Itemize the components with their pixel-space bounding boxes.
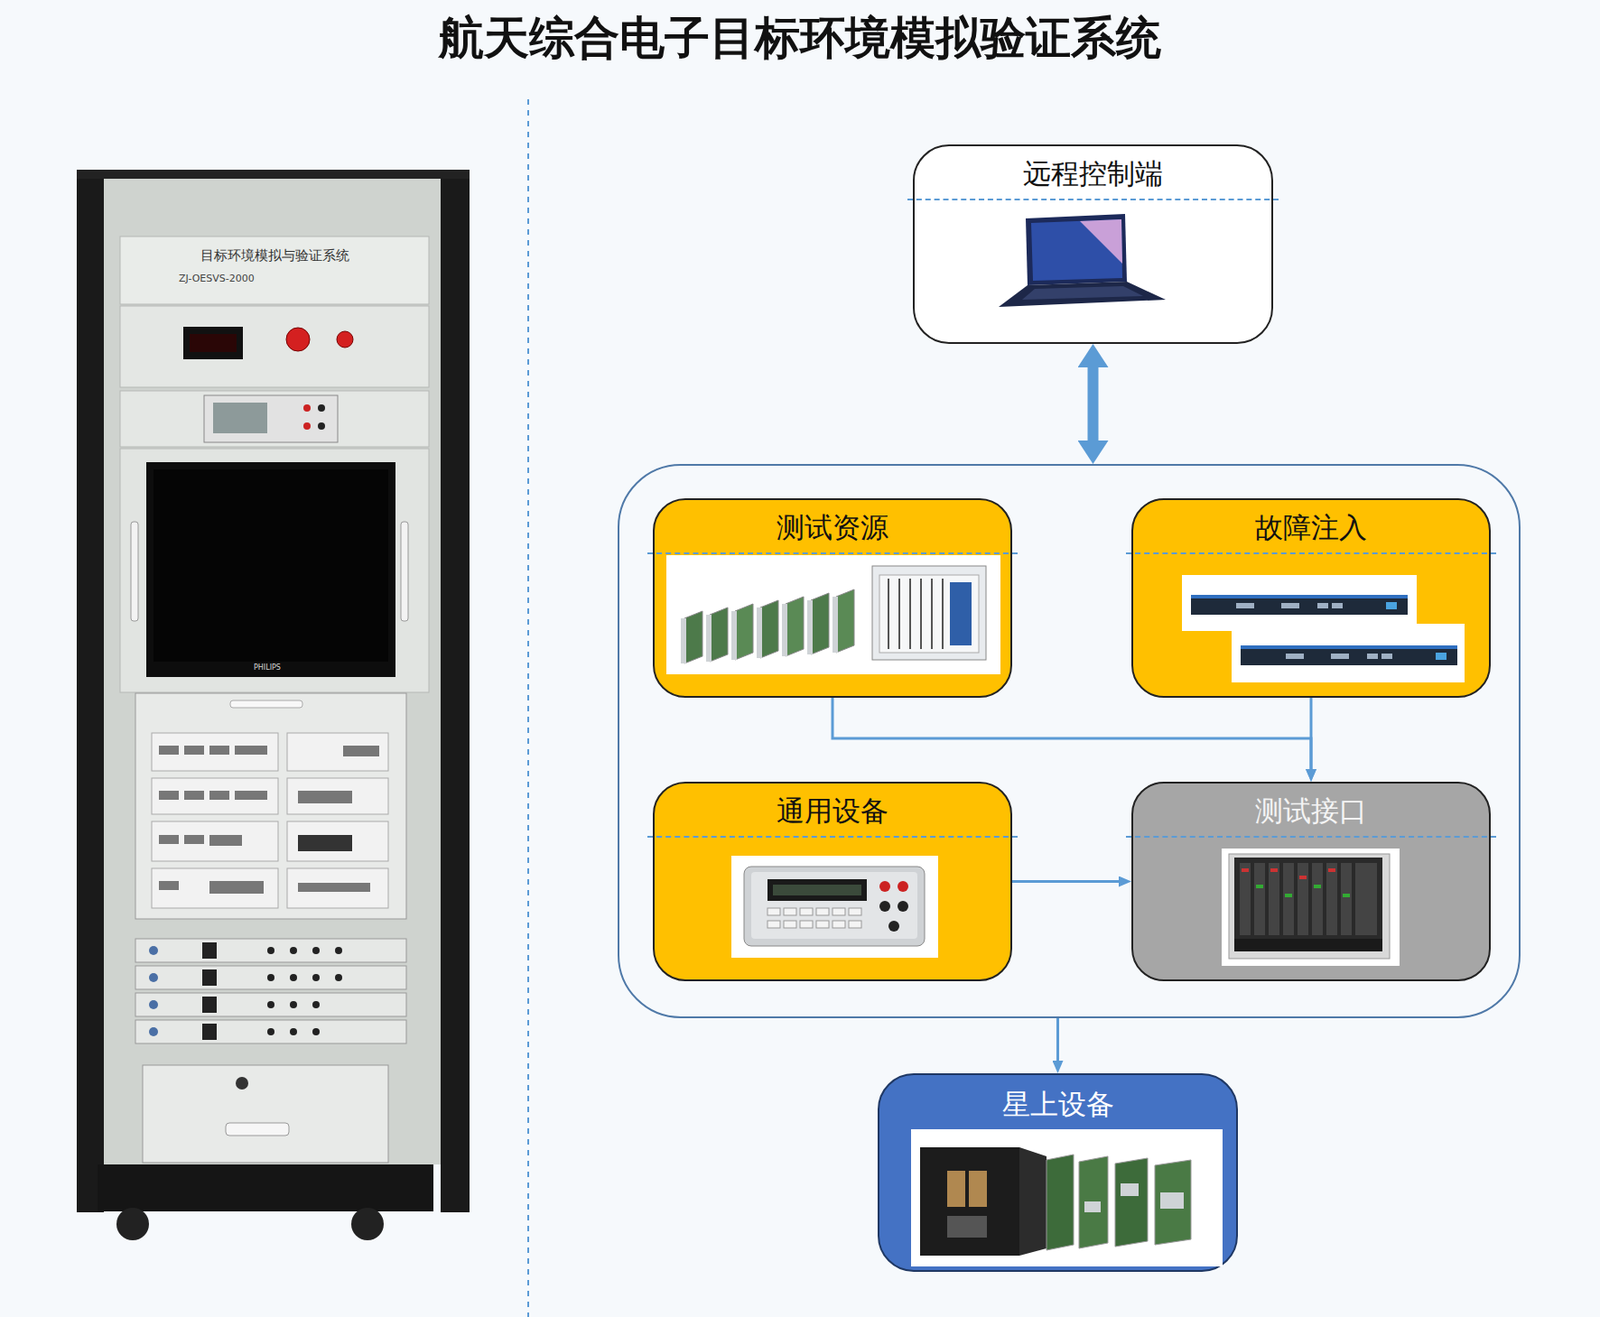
power-panel bbox=[120, 306, 429, 388]
node-picture bbox=[1221, 848, 1400, 967]
power-button bbox=[336, 331, 354, 348]
unit-1u bbox=[135, 939, 407, 963]
caster-wheel bbox=[116, 1208, 149, 1241]
laptop-picture bbox=[989, 209, 1171, 317]
rack-base bbox=[97, 1164, 434, 1212]
interface-box: 测试接口 bbox=[1131, 781, 1491, 982]
header-divider bbox=[907, 198, 1279, 201]
jack bbox=[303, 422, 311, 430]
drawer bbox=[142, 1065, 389, 1163]
rack-post bbox=[440, 169, 470, 1213]
connector-arrow bbox=[1088, 367, 1099, 441]
connector-block bbox=[151, 733, 279, 772]
rack-handle bbox=[130, 521, 139, 622]
header-divider bbox=[1125, 552, 1497, 555]
connector-arrow bbox=[1310, 697, 1313, 770]
fault-box: 故障注入 bbox=[1131, 498, 1491, 698]
emergency-button bbox=[286, 327, 310, 352]
name-panel bbox=[120, 236, 429, 305]
node-heading: 通用设备 bbox=[654, 783, 1011, 828]
multimeter-picture bbox=[731, 855, 939, 959]
connector-row bbox=[158, 745, 380, 894]
node-picture bbox=[989, 209, 1171, 317]
test-interface-picture bbox=[1221, 848, 1400, 967]
rack-handle bbox=[400, 521, 409, 622]
resource-box: 测试资源 bbox=[652, 498, 1013, 698]
monitor bbox=[146, 462, 396, 678]
onboard-box: 星上设备 bbox=[877, 1073, 1238, 1273]
connector-arrow bbox=[1012, 880, 1119, 884]
connector-block bbox=[151, 778, 279, 815]
connector-block bbox=[287, 778, 389, 815]
divider-line bbox=[527, 99, 530, 1317]
node-heading: 故障注入 bbox=[1133, 500, 1489, 545]
jack bbox=[303, 404, 311, 412]
connector-arrow bbox=[832, 697, 1312, 770]
drawer-handle bbox=[225, 1123, 289, 1136]
node-heading: 测试资源 bbox=[654, 500, 1011, 545]
unit-1u bbox=[135, 993, 407, 1017]
connector-block bbox=[287, 821, 389, 862]
node-picture bbox=[1181, 575, 1467, 689]
jack bbox=[317, 404, 326, 412]
panel-meter bbox=[183, 326, 243, 360]
pxi-cards-picture bbox=[666, 555, 1001, 675]
unit-1u bbox=[135, 1020, 407, 1044]
rack-frame bbox=[103, 178, 441, 1165]
node-heading: 测试接口 bbox=[1133, 783, 1489, 828]
fault-injection-units-picture bbox=[1181, 575, 1467, 689]
node-picture bbox=[731, 855, 939, 959]
rack-nameplate: 目标环境模拟与验证系统 bbox=[200, 248, 350, 264]
unit-1u bbox=[135, 966, 407, 990]
rack-post bbox=[76, 169, 104, 1213]
rack-top bbox=[76, 169, 470, 179]
system-container: 测试资源 故障注入 通用设备 bbox=[617, 464, 1521, 1019]
node-picture bbox=[911, 1129, 1223, 1267]
monitor-screen bbox=[153, 469, 389, 662]
monitor-panel bbox=[120, 448, 429, 693]
onboard-equipment-picture bbox=[911, 1129, 1223, 1267]
connector-panel bbox=[135, 693, 407, 920]
connector-block bbox=[287, 733, 389, 772]
meter-panel bbox=[120, 390, 429, 447]
connector-block bbox=[151, 868, 279, 909]
rack-photo bbox=[0, 0, 542, 1317]
drawer-lock bbox=[235, 1077, 249, 1090]
panel-meter-display bbox=[189, 334, 237, 353]
connector-block bbox=[287, 868, 389, 909]
node-heading: 星上设备 bbox=[879, 1075, 1237, 1122]
remote-box: 远程控制端 bbox=[912, 144, 1274, 345]
header-divider bbox=[1125, 836, 1497, 838]
monitor-brand: PHILIPS bbox=[253, 664, 281, 673]
bench-multimeter bbox=[204, 395, 338, 443]
diagram-title: 航天综合电子目标环境模拟验证系统 bbox=[0, 9, 1600, 68]
unit-details bbox=[148, 942, 343, 1041]
connector-arrow bbox=[1056, 1018, 1060, 1061]
caster-wheel bbox=[351, 1208, 384, 1241]
node-picture bbox=[666, 555, 1001, 675]
drawer-handle bbox=[230, 700, 303, 708]
equipment-box: 通用设备 bbox=[652, 781, 1013, 982]
multimeter-lcd bbox=[213, 402, 268, 434]
connector-block bbox=[151, 821, 279, 862]
header-divider bbox=[647, 836, 1018, 838]
node-heading: 远程控制端 bbox=[914, 146, 1272, 191]
jack bbox=[317, 422, 326, 430]
model-number: ZJ-OESVS-2000 bbox=[178, 273, 255, 285]
header-divider bbox=[647, 552, 1018, 555]
